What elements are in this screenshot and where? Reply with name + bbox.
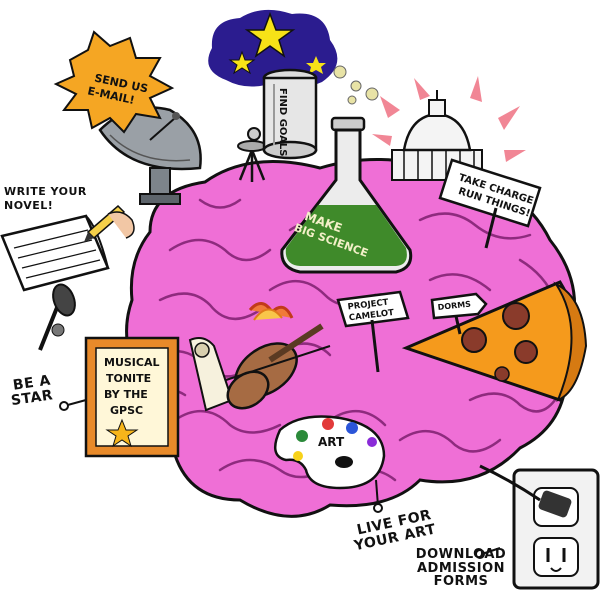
take-charge-sign-icon — [438, 158, 542, 249]
dorms-label[interactable]: DORMS — [437, 300, 471, 312]
download-forms-line-1: DOWNLOAD — [415, 547, 507, 562]
write-novel-label[interactable]: WRITE YOUR NOVEL! — [4, 186, 87, 211]
sun-rays-icon — [372, 76, 526, 162]
art-label[interactable]: ART — [318, 435, 345, 449]
project-camelot-sign-icon — [336, 290, 410, 373]
flask-icon — [280, 116, 413, 274]
pointer-lines — [59, 399, 501, 559]
be-a-star-label[interactable]: BE A STAR — [10, 373, 54, 409]
musical-label[interactable]: MUSICAL TONITE BY THE GPSC — [104, 356, 160, 417]
microphone-icon — [38, 283, 76, 351]
svg-text:GPSC: GPSC — [110, 404, 143, 417]
download-forms-line-3: FORMS — [433, 574, 489, 590]
notebook-icon — [0, 214, 110, 292]
pencil-icon — [84, 204, 135, 242]
pizza-slice-icon — [401, 280, 588, 402]
download-forms-label[interactable]: DOWNLOAD ADMISSION FORMS — [406, 548, 516, 589]
download-forms-line-2: ADMISSION — [416, 560, 506, 576]
electrical-outlet-icon — [479, 464, 600, 590]
svg-text:BY THE: BY THE — [104, 388, 148, 401]
find-goals-canister-icon — [262, 68, 318, 160]
dorms-sign-icon — [430, 292, 488, 335]
svg-text:MUSICAL: MUSICAL — [104, 356, 160, 369]
find-goals-label[interactable]: FIND GOALS — [277, 88, 288, 156]
musical-sign-icon — [84, 336, 180, 458]
palette-icon — [273, 415, 386, 490]
svg-text:TONITE: TONITE — [106, 372, 151, 385]
svg-text:PROJECT: PROJECT — [347, 298, 389, 313]
violin-icon — [225, 302, 331, 410]
write-novel-line-2: NOVEL! — [4, 198, 54, 212]
bubbles-icon — [333, 65, 379, 105]
email-burst-icon — [53, 30, 175, 134]
night-sky-icon — [208, 9, 338, 87]
write-novel-line-1: WRITE YOUR — [4, 185, 87, 198]
telescope-icon — [237, 127, 267, 182]
